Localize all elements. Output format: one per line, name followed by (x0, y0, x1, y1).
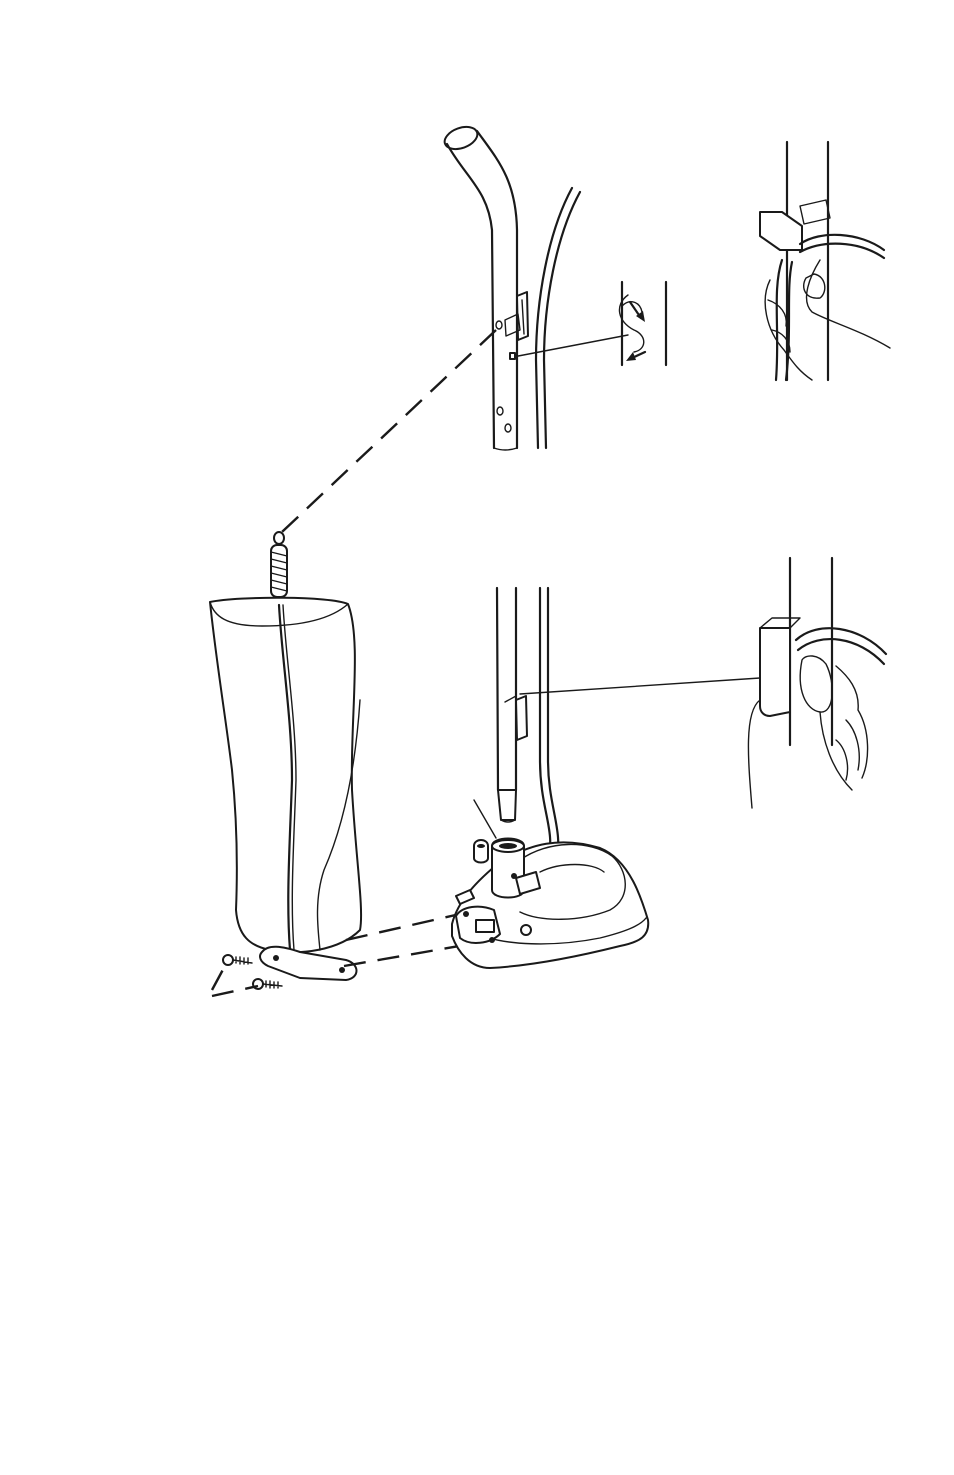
power-cord (536, 188, 580, 448)
screw-dash-b (212, 986, 258, 996)
bag-spring (271, 532, 287, 605)
spring-connector-dash (282, 330, 496, 532)
vacuum-base (452, 800, 648, 968)
hand-cord-wrap-inset-bottom (748, 558, 886, 808)
upper-handle (442, 123, 517, 450)
hook-marker (510, 353, 515, 359)
lower-handle-tube (497, 588, 516, 822)
lower-hook-leader-line (520, 678, 760, 694)
bracket-dash-a (346, 914, 460, 940)
hook-leader-line (513, 335, 628, 357)
lower-cord-hook (505, 696, 527, 740)
hand-cord-wrap-inset-top (760, 142, 890, 380)
screw-dash-a (212, 964, 226, 990)
hook-detail-inset (619, 282, 666, 365)
dust-bag (210, 598, 361, 952)
